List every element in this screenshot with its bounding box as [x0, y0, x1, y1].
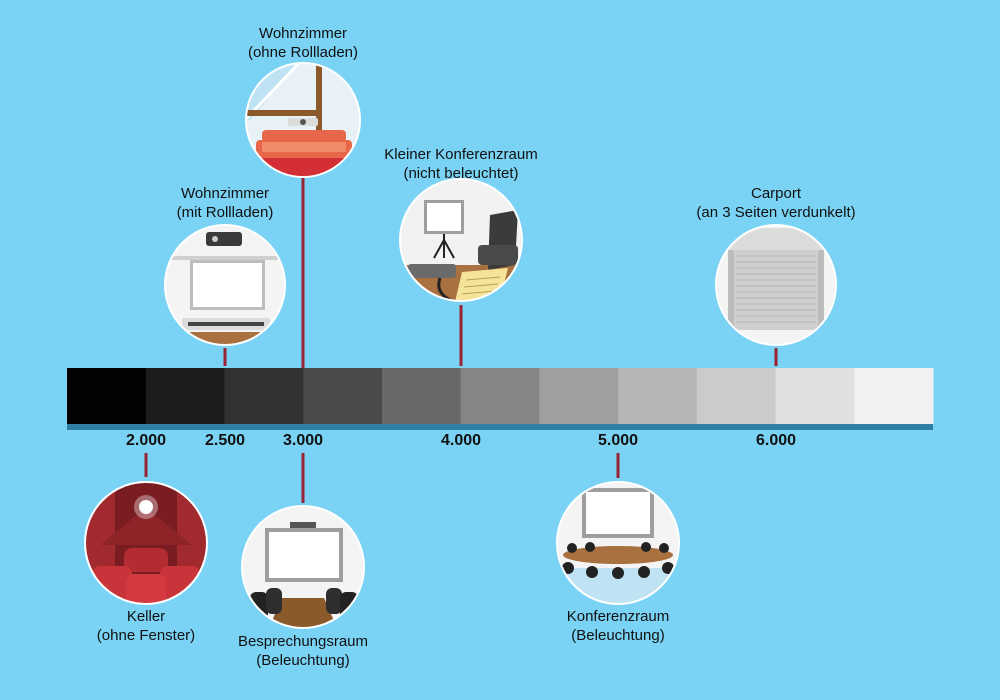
label-wohnzimmer-mit-rollladen: Wohnzimmer (mit Rollladen): [105, 184, 345, 222]
grey-swatch: [539, 368, 619, 424]
scene-border: [715, 224, 837, 346]
grey-swatch: [303, 368, 383, 424]
scale-bar-shadow: [67, 420, 933, 430]
grey-swatch: [775, 368, 855, 424]
label-title: Keller: [126, 608, 166, 625]
label-title: Wohnzimmer: [180, 185, 270, 202]
scene-besprechungsraum: [242, 506, 364, 628]
grey-swatch: [381, 368, 462, 424]
scene-wohnzimmer-mit-rollladen: [165, 225, 285, 345]
scene-border: [245, 62, 361, 178]
tick-label: 3.000: [282, 432, 324, 449]
label-subtitle: (nicht beleuchtet): [403, 165, 519, 182]
grey-swatch: [696, 368, 777, 424]
tick-label: 6.000: [755, 432, 797, 449]
scene-konferenzraum: [557, 482, 679, 604]
scene-keller: [85, 482, 207, 604]
scene-kleiner-konferenzraum: [400, 179, 522, 301]
label-carport: Carport (an 3 Seiten verdunkelt): [656, 184, 896, 222]
tick-label: 4.000: [440, 432, 482, 449]
tick-label: 2.000: [125, 432, 167, 449]
tick-label: 2.500: [204, 432, 246, 449]
grey-swatch: [854, 368, 934, 424]
label-title: Kleiner Konferenzraum: [384, 146, 538, 163]
label-keller: Keller (ohne Fenster): [26, 607, 266, 645]
grey-swatch: [460, 368, 540, 424]
label-title: Konferenzraum: [566, 608, 670, 625]
grey-swatch: [145, 368, 225, 424]
scene-border: [241, 505, 365, 629]
scene-border: [399, 178, 523, 302]
label-konferenzraum: Konferenzraum (Beleuchtung): [498, 607, 738, 645]
scene-border: [164, 224, 286, 346]
scene-border: [556, 481, 680, 605]
label-subtitle: (Beleuchtung): [256, 652, 350, 669]
label-subtitle: (mit Rollladen): [176, 204, 274, 221]
connector-lines: [144, 175, 778, 503]
label-title: Wohnzimmer: [258, 25, 348, 42]
grey-swatch: [224, 368, 304, 424]
label-subtitle: (an 3 Seiten verdunkelt): [696, 204, 856, 221]
scene-carport: [716, 225, 836, 345]
grey-scale-bar: [67, 368, 934, 424]
label-title: Besprechungsraum: [237, 633, 369, 650]
grey-swatch: [67, 368, 147, 424]
label-title: Carport: [750, 185, 802, 202]
label-subtitle: (Beleuchtung): [571, 627, 665, 644]
label-subtitle: (ohne Fenster): [96, 627, 196, 644]
grey-swatch: [618, 368, 698, 424]
label-kleiner-konferenzraum: Kleiner Konferenzraum (nicht beleuchtet): [341, 145, 581, 183]
label-wohnzimmer-ohne-rollladen: Wohnzimmer (ohne Rollladen): [183, 24, 423, 62]
tick-label: 5.000: [597, 432, 639, 449]
label-besprechungsraum: Besprechungsraum (Beleuchtung): [183, 632, 423, 670]
label-subtitle: (ohne Rollladen): [247, 44, 359, 61]
scene-border: [84, 481, 208, 605]
